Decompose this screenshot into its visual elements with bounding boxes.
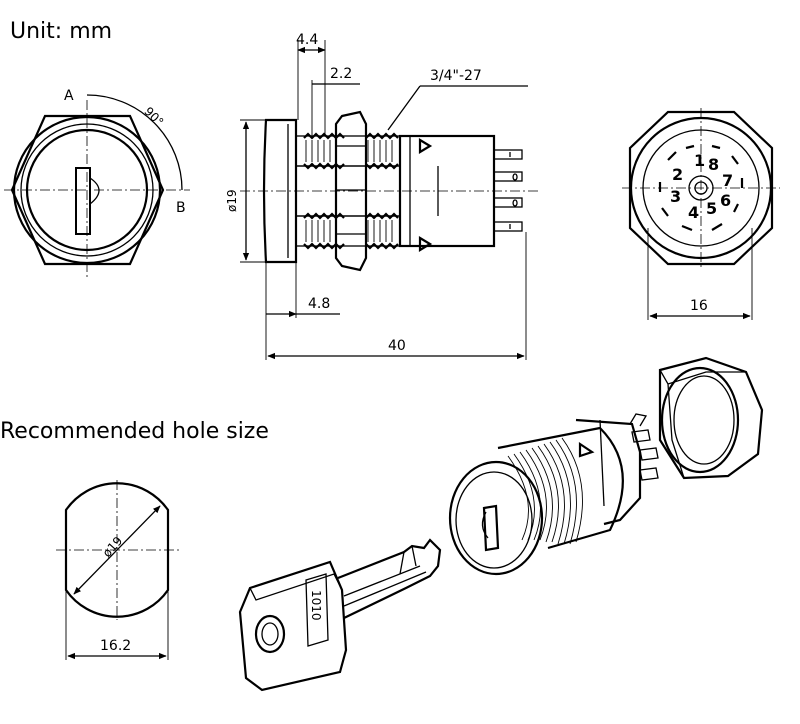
rear-hex-nut bbox=[628, 110, 774, 266]
front-angle-arc bbox=[86, 94, 183, 191]
switch-key-slot bbox=[482, 504, 500, 552]
side-bezel bbox=[262, 118, 298, 264]
nut-bore bbox=[660, 366, 740, 474]
dim-thread: 3/4"-27 bbox=[430, 68, 482, 84]
dim-hole-diameter: ø19 bbox=[100, 534, 126, 560]
rear-contacts bbox=[658, 144, 744, 232]
switch-housing bbox=[575, 418, 642, 526]
position-7: 7 bbox=[722, 171, 733, 190]
label-b: B bbox=[176, 200, 186, 216]
dim-hole-width: 16.2 bbox=[100, 638, 131, 654]
side-arrow-bottom bbox=[418, 236, 433, 252]
angle-label: 90° bbox=[141, 104, 166, 129]
side-thread-lower bbox=[295, 212, 401, 250]
position-5: 5 bbox=[706, 199, 717, 218]
switch-barrel bbox=[497, 426, 624, 550]
nut-illustration bbox=[658, 356, 764, 480]
side-terminals bbox=[493, 149, 523, 232]
switch-bezel bbox=[448, 460, 544, 576]
side-thread-upper bbox=[295, 132, 401, 170]
front-key-cam bbox=[89, 177, 100, 205]
position-3: 3 bbox=[670, 187, 681, 206]
hole-section-title: Recommended hole size bbox=[0, 419, 269, 444]
key-blade bbox=[337, 538, 442, 619]
key-illustration: 1010 bbox=[238, 538, 442, 692]
key-engraving: 1010 bbox=[309, 590, 323, 621]
dim-total: 40 bbox=[388, 338, 406, 354]
key-ring-hole bbox=[254, 614, 286, 654]
dim-side-diameter: ø19 bbox=[225, 189, 239, 212]
side-arrow-top bbox=[418, 138, 433, 154]
unit-label: Unit: mm bbox=[10, 19, 112, 44]
front-view: A B 90° bbox=[4, 88, 190, 278]
key-head bbox=[238, 560, 348, 692]
side-hex-nut bbox=[334, 110, 368, 272]
position-4: 4 bbox=[688, 203, 699, 222]
hole-profile: ø19 16.2 bbox=[56, 480, 180, 660]
switch-illustration bbox=[448, 413, 659, 576]
dim-top-outer: 4.4 bbox=[296, 32, 318, 48]
position-8: 8 bbox=[708, 155, 719, 174]
position-2: 2 bbox=[672, 165, 683, 184]
dim-top-inner: 2.2 bbox=[330, 66, 352, 82]
side-view: 4.4 2.2 3/4"-27 ø19 4.8 40 bbox=[225, 32, 538, 360]
nut-outer bbox=[658, 356, 764, 480]
switch-terminals bbox=[631, 429, 659, 481]
rear-view: 1 2 3 4 5 6 7 8 16 bbox=[622, 108, 780, 320]
dim-rear-width: 16 bbox=[690, 298, 708, 314]
label-a: A bbox=[64, 88, 74, 104]
position-6: 6 bbox=[720, 191, 731, 210]
position-1: 1 bbox=[694, 151, 705, 170]
dim-flange: 4.8 bbox=[308, 296, 330, 312]
front-key-slot bbox=[75, 167, 91, 235]
